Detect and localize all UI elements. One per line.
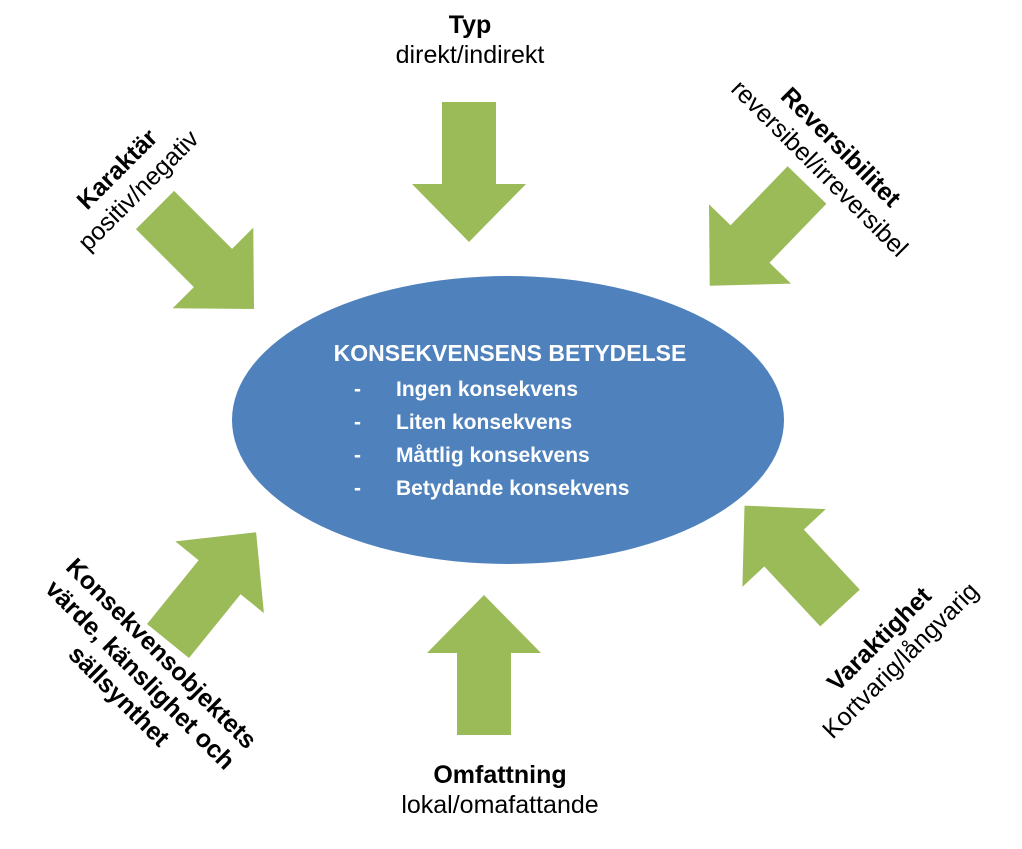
bullet-dash: - [354, 411, 361, 434]
ellipse-content: KONSEKVENSENS BETYDELSE -Ingen konsekven… [300, 340, 720, 505]
arrow-omfattning [427, 595, 541, 735]
list-item: -Liten konsekvens [300, 406, 720, 439]
list-item: -Måttlig konsekvens [300, 439, 720, 472]
bullet-dash: - [354, 378, 361, 401]
bullet-dash: - [354, 477, 361, 500]
omfattning-sub: lokal/omafattande [401, 791, 599, 819]
bullet-dash: - [354, 444, 361, 467]
omfattning-title: Omfattning [433, 761, 567, 789]
list-item: -Betydande konsekvens [300, 472, 720, 505]
typ-title: Typ [448, 11, 492, 39]
arrow-typ [412, 102, 526, 242]
list-item: -Ingen konsekvens [300, 373, 720, 406]
label-omfattning: Omfattning lokal/omafattande [350, 760, 650, 820]
typ-sub: direkt/indirekt [395, 41, 545, 69]
center-title: KONSEKVENSENS BETYDELSE [333, 340, 687, 366]
central-ellipse [232, 276, 784, 564]
consequence-list: -Ingen konsekvens -Liten konsekvens -Måt… [300, 373, 720, 505]
label-typ: Typ direkt/indirekt [340, 10, 600, 70]
